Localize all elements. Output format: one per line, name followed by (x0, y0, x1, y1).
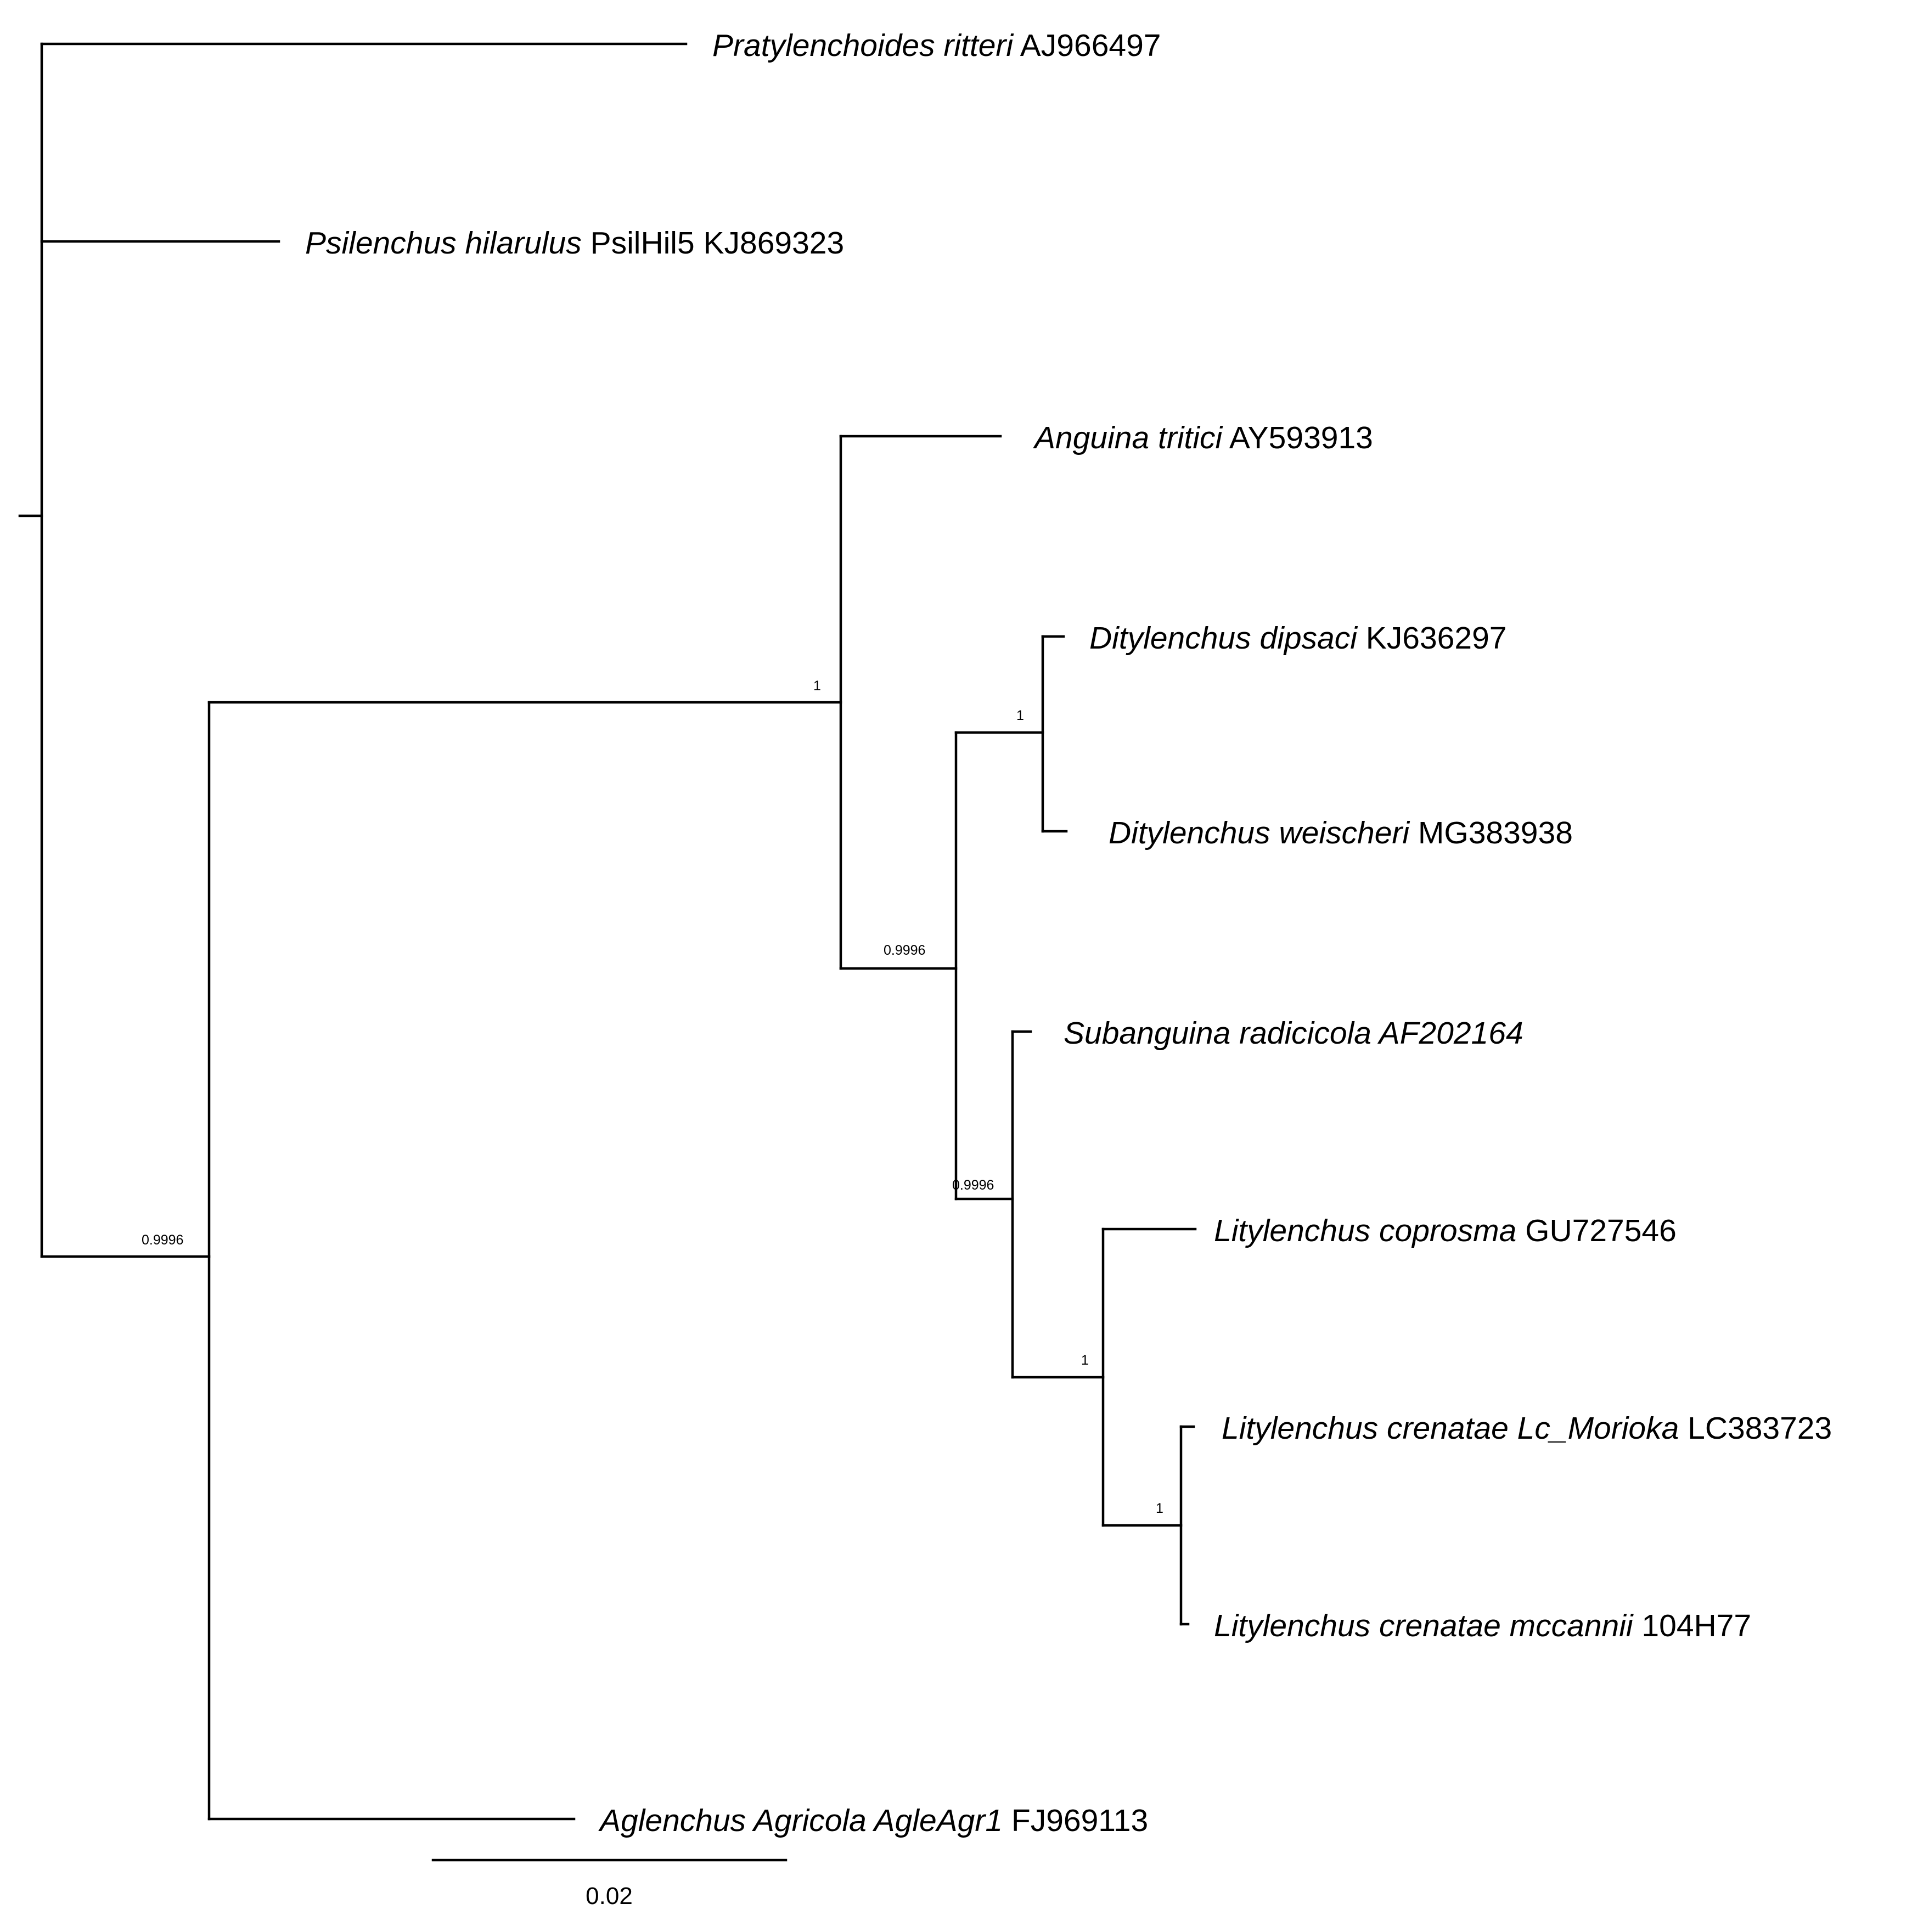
taxon-label-ditylenchus-weischeri: Ditylenchus weischeri MG383938 (1109, 815, 1573, 850)
support-value: 0.9996 (142, 1232, 183, 1248)
taxon-label-ditylenchus-dipsaci: Ditylenchus dipsaci KJ636297 (1089, 621, 1506, 656)
taxon-label-aglenchus: Aglenchus Agricola AgleAgr1 FJ969113 (598, 1803, 1148, 1838)
taxon-label-litylenchus-crenatae-mccannii: Litylenchus crenatae mccannii 104H77 (1214, 1608, 1751, 1643)
scale-bar-label: 0.02 (586, 1883, 633, 1910)
taxon-label-psilenchus: Psilenchus hilarulus PsilHil5 KJ869323 (305, 226, 844, 261)
support-value: 1 (1081, 1353, 1089, 1368)
taxon-label-litylenchus-crenatae-lc: Litylenchus crenatae Lc_Morioka LC383723 (1222, 1411, 1832, 1446)
support-value: 1 (1016, 708, 1024, 723)
taxon-label-pratylenchoides: Pratylenchoides ritteri AJ966497 (712, 28, 1161, 63)
support-value: 0.9996 (884, 943, 925, 958)
support-value: 1 (1156, 1501, 1163, 1516)
taxon-label-anguina: Anguina tritici AY593913 (1033, 420, 1373, 455)
taxon-label-subanguina: Subanguina radicicola AF202164 (1064, 1016, 1523, 1051)
support-value: 1 (813, 678, 821, 694)
support-value: 0.9996 (952, 1178, 994, 1193)
taxon-label-litylenchus-coprosma: Litylenchus coprosma GU727546 (1214, 1213, 1677, 1248)
